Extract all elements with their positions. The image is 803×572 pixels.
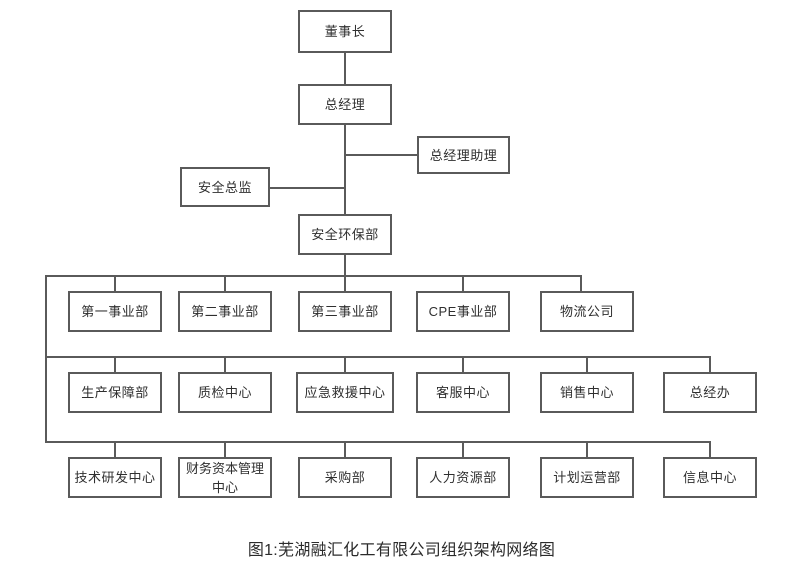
bus-row-3	[45, 441, 711, 443]
figure-caption: 图1:芜湖融汇化工有限公司组织架构网络图	[247, 542, 556, 559]
stub-row2-prod-support	[114, 356, 116, 372]
edge-gm-to-safety-director	[270, 187, 346, 189]
node-gm-assistant[interactable]: 总经理助理	[417, 136, 510, 174]
edge-safety-dept-to-row1-bus	[344, 255, 346, 277]
stub-row2-sales-center	[586, 356, 588, 372]
stub-row1-div2	[224, 275, 226, 291]
edge-gm-to-assistant	[344, 154, 417, 156]
stub-row3-purchasing	[344, 441, 346, 457]
node-planning-operations-dept[interactable]: 计划运营部	[540, 457, 634, 498]
bus-row-1	[45, 275, 581, 277]
node-gm-office[interactable]: 总经办	[663, 372, 757, 413]
stub-row3-info-center	[709, 441, 711, 457]
node-chairman[interactable]: 董事长	[298, 10, 392, 53]
node-cpe-division[interactable]: CPE事业部	[416, 291, 510, 332]
stub-row1-cpe	[462, 275, 464, 291]
stub-row3-hr-dept	[462, 441, 464, 457]
node-human-resources-dept[interactable]: 人力资源部	[416, 457, 510, 498]
node-information-center[interactable]: 信息中心	[663, 457, 757, 498]
stub-row1-logistics	[580, 275, 582, 291]
node-technology-rnd-center[interactable]: 技术研发中心	[68, 457, 162, 498]
stub-row2-gm-office	[709, 356, 711, 372]
node-division-3[interactable]: 第三事业部	[298, 291, 392, 332]
stub-row1-div1	[114, 275, 116, 291]
stub-row3-rnd-center	[114, 441, 116, 457]
node-quality-inspection-center[interactable]: 质检中心	[178, 372, 272, 413]
node-emergency-rescue-center[interactable]: 应急救援中心	[296, 372, 394, 413]
node-purchasing-dept[interactable]: 采购部	[298, 457, 392, 498]
node-general-manager[interactable]: 总经理	[298, 84, 392, 125]
edge-chairman-to-gm	[344, 53, 346, 84]
node-sales-center[interactable]: 销售中心	[540, 372, 634, 413]
stub-row3-finance-center	[224, 441, 226, 457]
edge-gm-trunk	[344, 125, 346, 214]
stub-row1-div3	[344, 275, 346, 291]
node-division-2[interactable]: 第二事业部	[178, 291, 272, 332]
node-safety-director[interactable]: 安全总监	[180, 167, 270, 207]
node-customer-service-center[interactable]: 客服中心	[416, 372, 510, 413]
stub-row3-plan-ops	[586, 441, 588, 457]
stub-row2-emergency	[344, 356, 346, 372]
node-finance-capital-management-center[interactable]: 财务资本管理中心	[178, 457, 272, 498]
node-logistics-company[interactable]: 物流公司	[540, 291, 634, 332]
bus-row-2	[45, 356, 711, 358]
left-rail-connector	[45, 275, 47, 442]
node-division-1[interactable]: 第一事业部	[68, 291, 162, 332]
node-safety-environment-dept[interactable]: 安全环保部	[298, 214, 392, 255]
node-production-support-dept[interactable]: 生产保障部	[68, 372, 162, 413]
stub-row2-qc-center	[224, 356, 226, 372]
stub-row2-customer-service	[462, 356, 464, 372]
